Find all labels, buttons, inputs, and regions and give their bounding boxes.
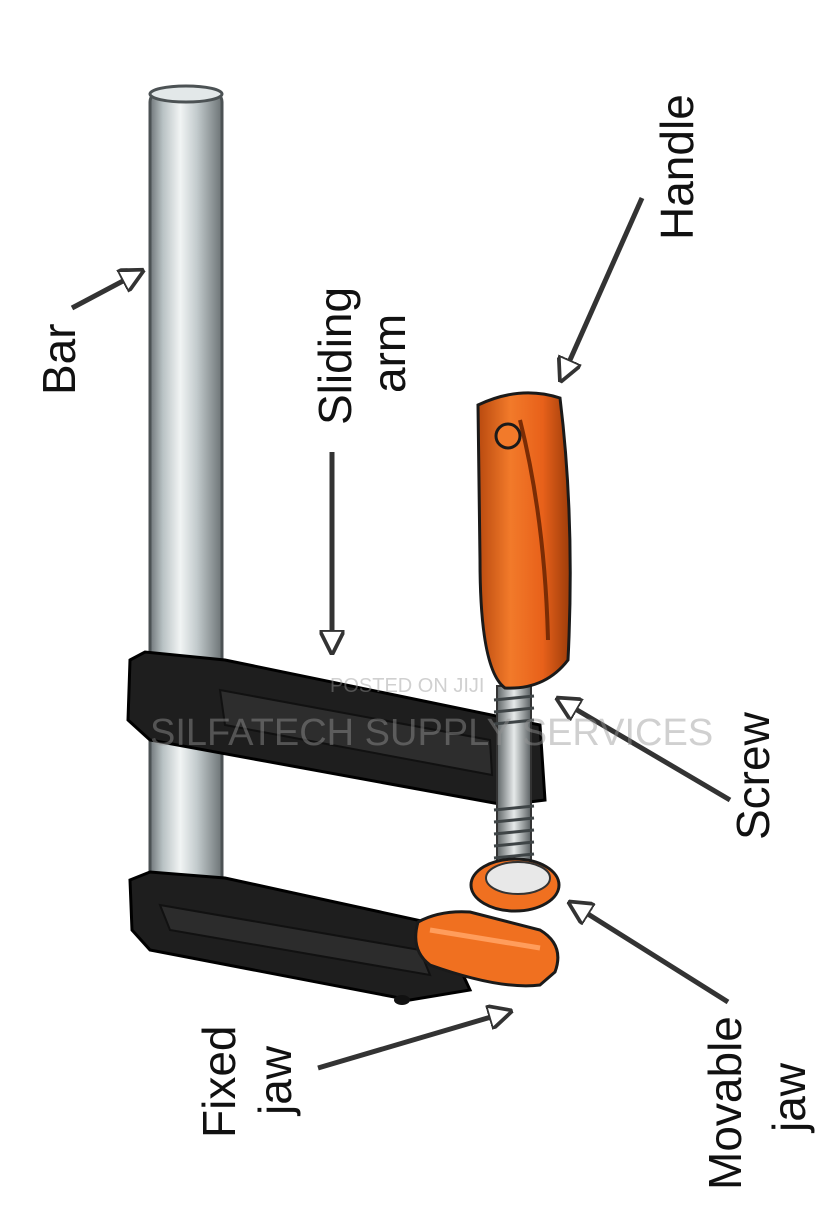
fixed-jaw-pad [414, 910, 560, 988]
screw [493, 685, 535, 872]
handle-label: Handle [651, 94, 703, 240]
screw-label: Screw [727, 712, 779, 840]
movable-jaw-label-line2: jaw [763, 1062, 815, 1132]
bar-arrow [70, 272, 140, 311]
label-arrows [70, 196, 732, 1071]
fixed-jaw-label-line1: Fixed [193, 1025, 245, 1138]
movable-jaw-label-line1: Movable [699, 1016, 751, 1190]
movable-jaw [469, 857, 561, 913]
fixed-jaw-label-line2: jaw [249, 1045, 301, 1115]
screw-arrow [560, 700, 732, 803]
watermark-line2: SILFATECH SUPPLY SERVICES [150, 712, 714, 754]
bar [148, 84, 224, 924]
fixed-jaw-arrow [317, 1012, 508, 1071]
watermark-line1: POSTED ON JIJI [330, 675, 485, 697]
sliding-arm [126, 650, 547, 807]
handle [476, 391, 572, 690]
movable-jaw-arrow [572, 904, 730, 1005]
sliding-arm-label-line1: Sliding [309, 286, 361, 425]
handle-arrow [562, 196, 645, 378]
fixed-jaw [128, 870, 473, 1005]
sliding-arm-label-line2: arm [363, 313, 415, 393]
bar-label: Bar [33, 323, 85, 395]
